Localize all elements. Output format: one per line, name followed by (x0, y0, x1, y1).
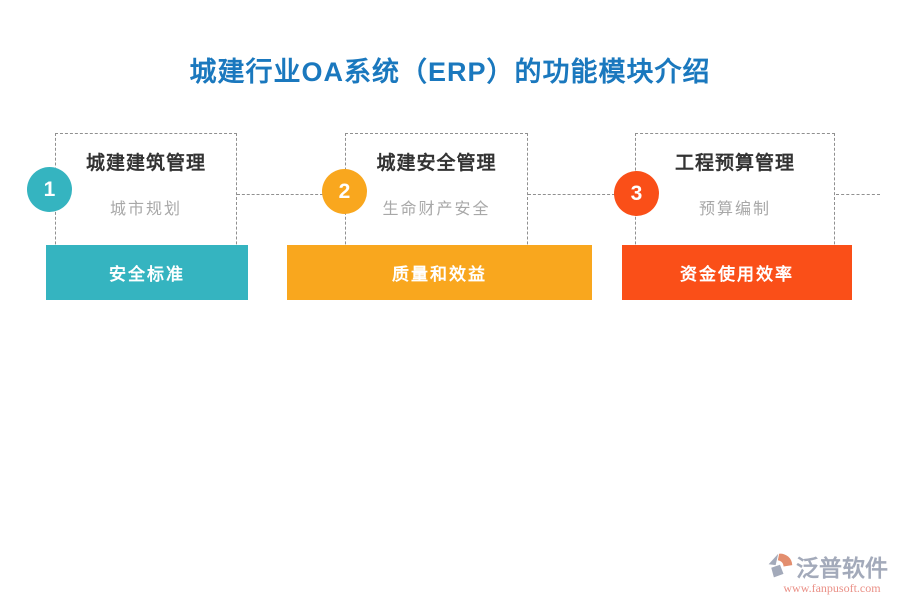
module-label-bar-1: 安全标准 (46, 245, 248, 300)
label-bar-text: 资金使用效率 (680, 265, 794, 284)
module-label-bar-3: 资金使用效率 (622, 245, 852, 300)
step-number-badge-1: 1 (27, 167, 72, 212)
dashed-connector-3 (836, 194, 880, 195)
label-bar-text: 质量和效益 (392, 265, 487, 284)
step-number-badge-3: 3 (614, 171, 659, 216)
step-number: 2 (338, 179, 351, 203)
module-label-bar-2: 质量和效益 (287, 245, 592, 300)
step-number: 1 (43, 177, 56, 201)
watermark-brand-text: 泛普软件 (796, 555, 888, 581)
module-subtitle: 预算编制 (698, 201, 771, 218)
dashed-connector-2 (528, 194, 615, 195)
dashed-connector-1 (237, 194, 323, 195)
module-heading: 工程预算管理 (674, 153, 795, 174)
module-heading: 城建建筑管理 (85, 153, 206, 174)
label-bar-text: 安全标准 (109, 265, 185, 284)
fanpu-logo-icon (766, 552, 794, 580)
module-heading: 城建安全管理 (376, 153, 497, 174)
step-number: 3 (630, 181, 643, 205)
page-title: 城建行业OA系统（ERP）的功能模块介绍 (189, 57, 711, 87)
module-subtitle: 城市规划 (109, 201, 182, 218)
module-subtitle: 生命财产安全 (382, 201, 491, 218)
step-number-badge-2: 2 (322, 169, 367, 214)
watermark: 泛普软件 www.fanpusoft.com (766, 549, 898, 596)
watermark-url-text: www.fanpusoft.com (783, 581, 881, 595)
